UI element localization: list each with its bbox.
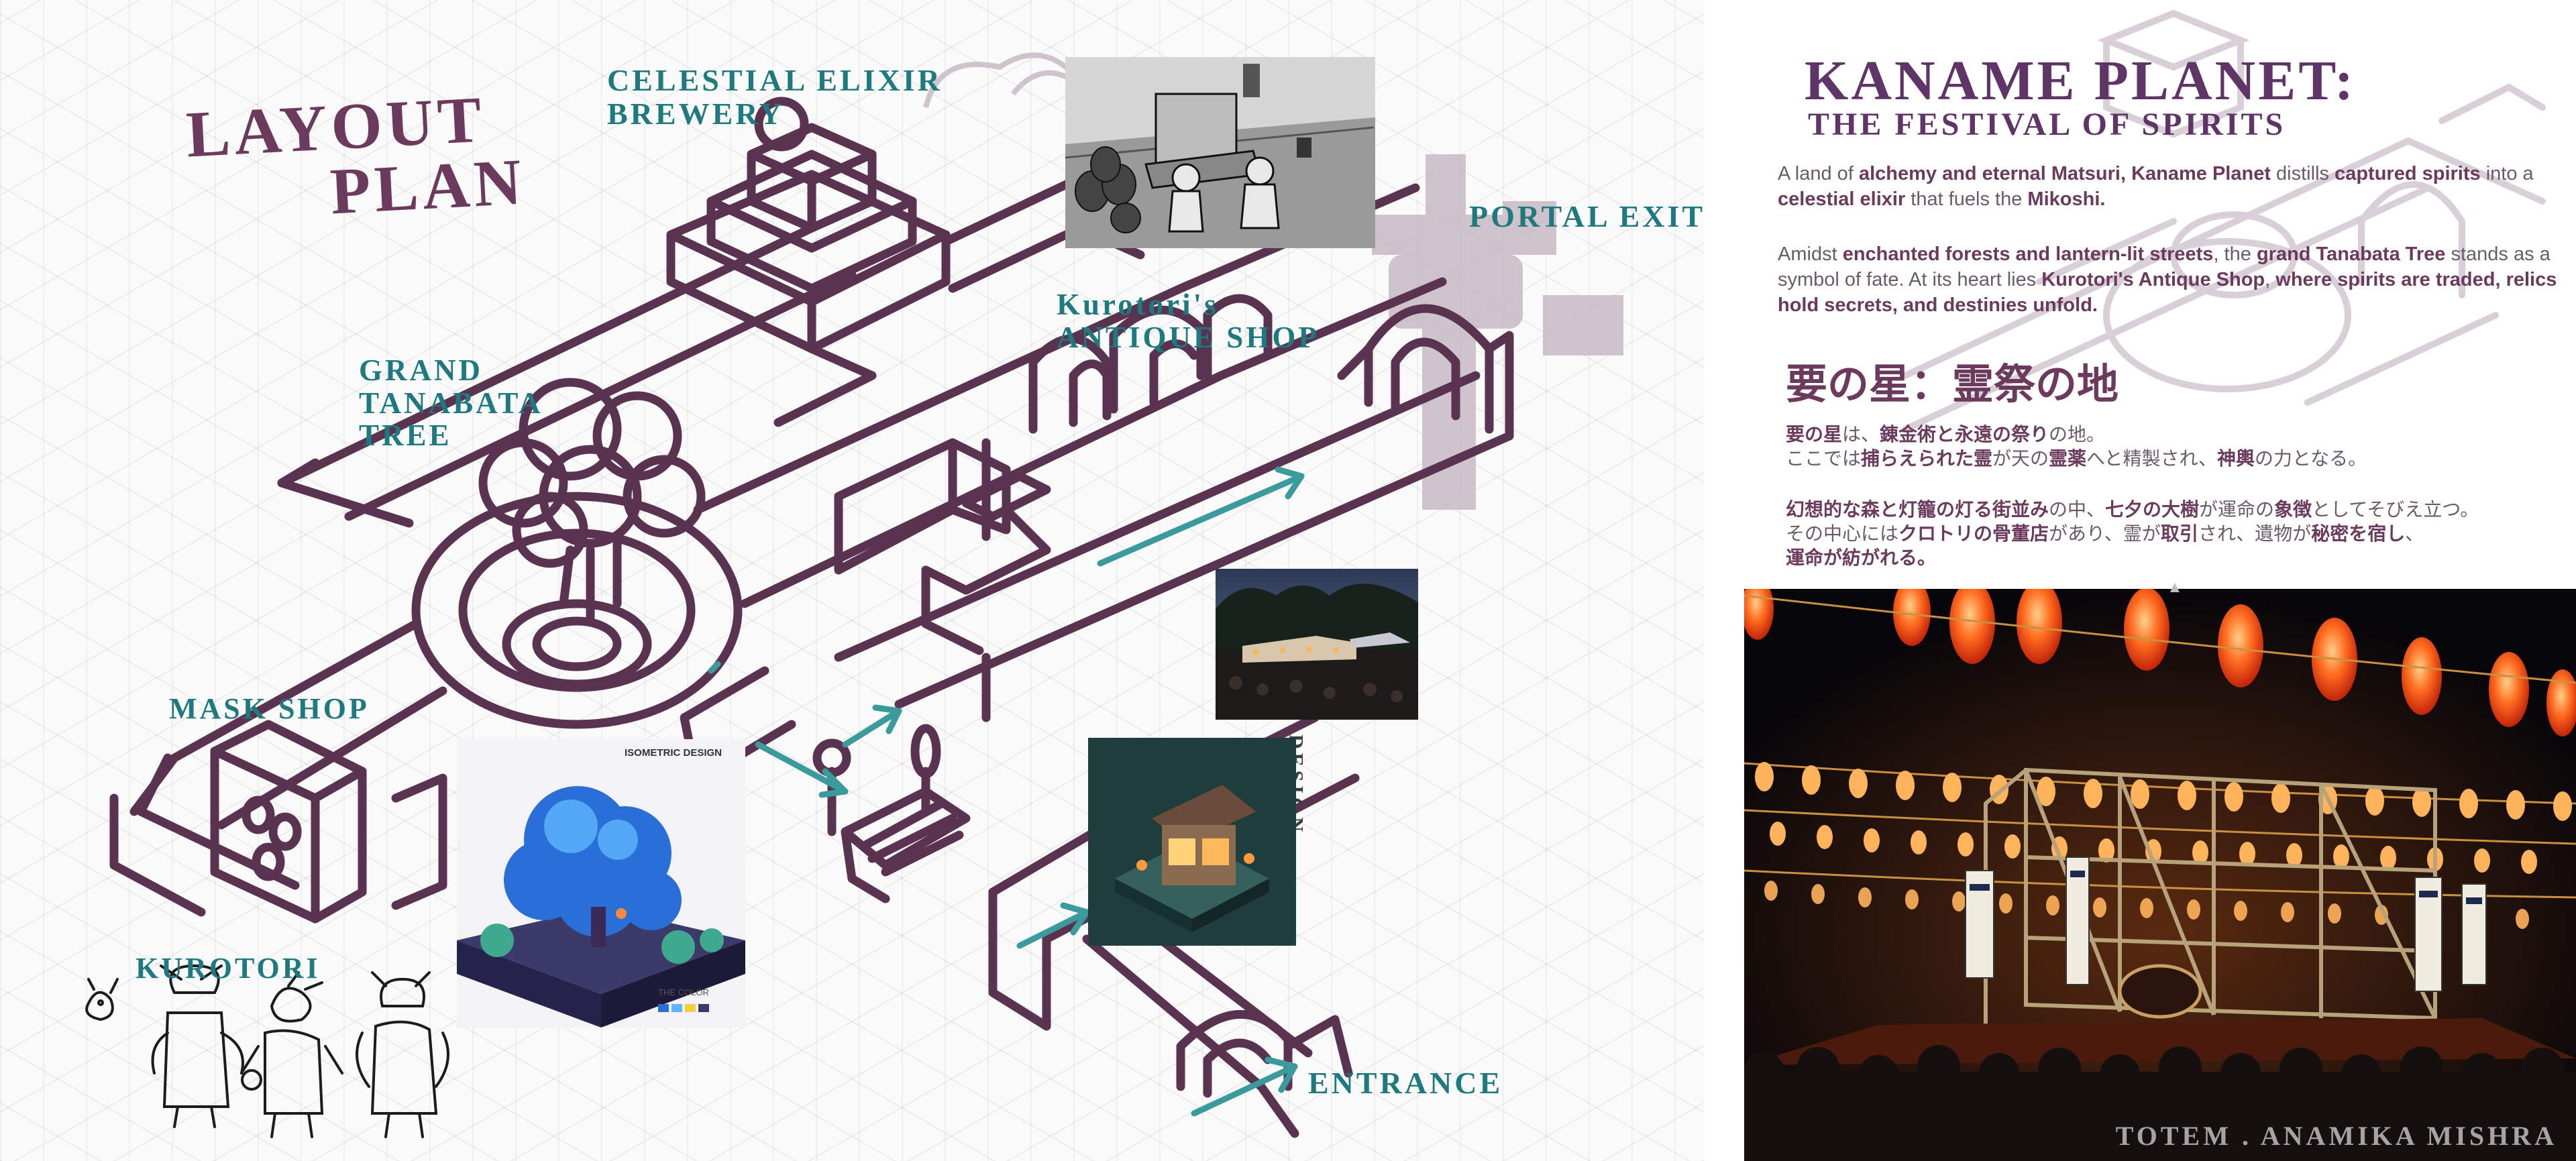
watermark-sketch bbox=[1902, 9, 2546, 433]
festival-photo: Totem . Anamika Mishra bbox=[1744, 589, 2576, 1161]
jp-description-para1: 要の星は、錬金術と永遠の祭りの地。ここでは捕らえられた霊が天の霊薬へと精製され、… bbox=[1786, 423, 2367, 469]
cursor-arrow-icon: ▲ bbox=[2167, 578, 2183, 596]
label-entrance: Entrance bbox=[1308, 1066, 1503, 1100]
label-portal-exit: Portal Exit bbox=[1469, 199, 1704, 233]
jp-description-para2: 幻想的な森と灯籠の灯る街並みの中、七夕の大樹が運命の象徴としてそびえ立つ。その中… bbox=[1786, 498, 2479, 569]
market-sketch-reference-image bbox=[1065, 57, 1375, 248]
layout-plan-title: Layout Plan bbox=[184, 83, 539, 232]
label-antique-shop-line2: Antique Shop bbox=[1057, 320, 1320, 354]
label-kurotori: Kurotori bbox=[136, 952, 321, 985]
planet-title: Kaname Planet: bbox=[1805, 50, 2357, 112]
credit-text: Totem . Anamika Mishra bbox=[2115, 1121, 2557, 1151]
isometric-tree-reference-image: ISOMETRIC DESIGN THE COLOR bbox=[457, 739, 745, 1028]
layout-sketch bbox=[85, 52, 1623, 1138]
label-kurotori-antique-shop: Kurotori's Antique Shop bbox=[1057, 288, 1320, 353]
info-panel: Kaname Planet: The Festival of Spirits A… bbox=[1704, 0, 2576, 1161]
label-grand-tanabata-tree: Grand Tanabata Tree bbox=[359, 353, 542, 453]
layout-plan-panel: Layout Plan Celestial Elixir Brewery Por… bbox=[0, 0, 1704, 1161]
label-mask-shop: Mask Shop bbox=[169, 692, 370, 725]
isometric-shop-reference-image bbox=[1088, 738, 1296, 946]
jp-title: 要の星：霊祭の地 bbox=[1786, 360, 2119, 408]
label-antique-shop-line1: Kurotori's bbox=[1057, 288, 1219, 321]
en-description-para2: Amidst enchanted forests and lantern-lit… bbox=[1778, 243, 2557, 316]
night-market-photo bbox=[1216, 569, 1418, 720]
tree-ref-palette-text: THE COLOR bbox=[658, 987, 709, 997]
en-description-para1: A land of alchemy and eternal Matsuri, K… bbox=[1778, 163, 2534, 210]
planet-subtitle: The Festival of Spirits bbox=[1808, 107, 2286, 142]
tree-ref-header-text: ISOMETRIC DESIGN bbox=[625, 747, 722, 759]
label-celestial-elixir-brewery: Celestial Elixir Brewery bbox=[607, 63, 943, 131]
